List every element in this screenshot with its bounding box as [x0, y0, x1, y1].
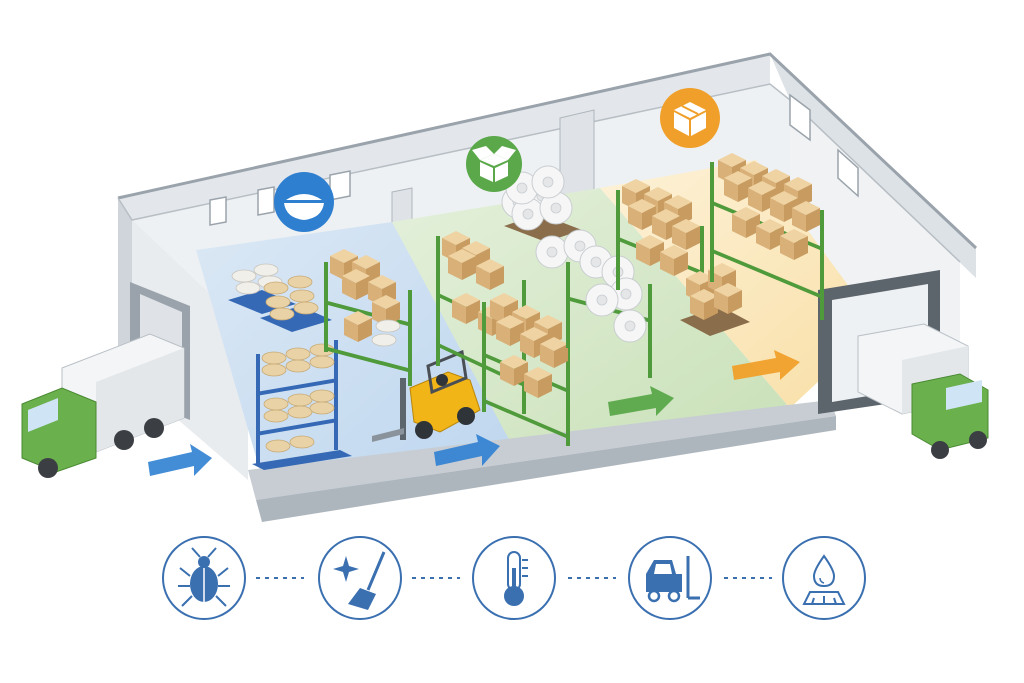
forklift [372, 349, 481, 442]
water-drop-icon [782, 536, 866, 620]
sparkle-broom-icon [318, 536, 402, 620]
thermometer-icon [472, 536, 556, 620]
forklift-icon [628, 536, 712, 620]
arrow-bulk [434, 434, 500, 466]
dispatch-zone-stock [616, 153, 824, 336]
back-wall-windows [209, 93, 859, 226]
control-icons [162, 536, 866, 620]
bowl-icon [274, 172, 334, 232]
left-truck [21, 333, 185, 478]
closed-box-icon [660, 88, 720, 148]
zone-packaged-floor [392, 188, 790, 460]
arrow-packaged [608, 386, 674, 416]
flow-arrows [148, 350, 800, 476]
open-box-icon [466, 136, 522, 192]
bulk-zone-stock [228, 249, 412, 470]
right-truck [857, 323, 989, 459]
zone-bulk-floor [196, 222, 520, 512]
packaged-zone-stock [436, 165, 652, 446]
beetle-icon [162, 536, 246, 620]
arrow-dispatch [732, 350, 800, 380]
arrow-inbound [148, 444, 212, 476]
